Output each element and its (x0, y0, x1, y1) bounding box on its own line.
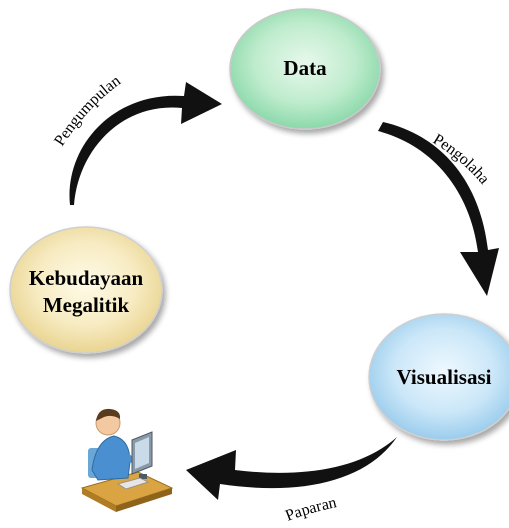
node-kebudayaan-megalitik: Kebudayaan Megalitik (9, 226, 163, 354)
edge-label-paparan: Paparan (283, 494, 338, 524)
edge-label-pengumpulan: Pengumpulan (51, 72, 124, 149)
node-megalitik-shape (9, 226, 163, 354)
computer-user-icon (80, 408, 174, 512)
node-data: Data (229, 8, 381, 130)
node-data-shape (229, 8, 381, 130)
arrow-pengolahan (378, 122, 499, 296)
arrow-pengumpulan (69, 82, 222, 205)
arrow-paparan (186, 437, 397, 500)
node-visualisasi-label: Visualisasi (397, 365, 492, 389)
node-megalitik-label-line2: Megalitik (43, 293, 130, 317)
node-megalitik-label-line1: Kebudayaan (29, 266, 144, 290)
node-visualisasi: Visualisasi (368, 313, 509, 441)
node-data-label: Data (283, 56, 327, 80)
node-visualisasi-shape (368, 313, 509, 441)
